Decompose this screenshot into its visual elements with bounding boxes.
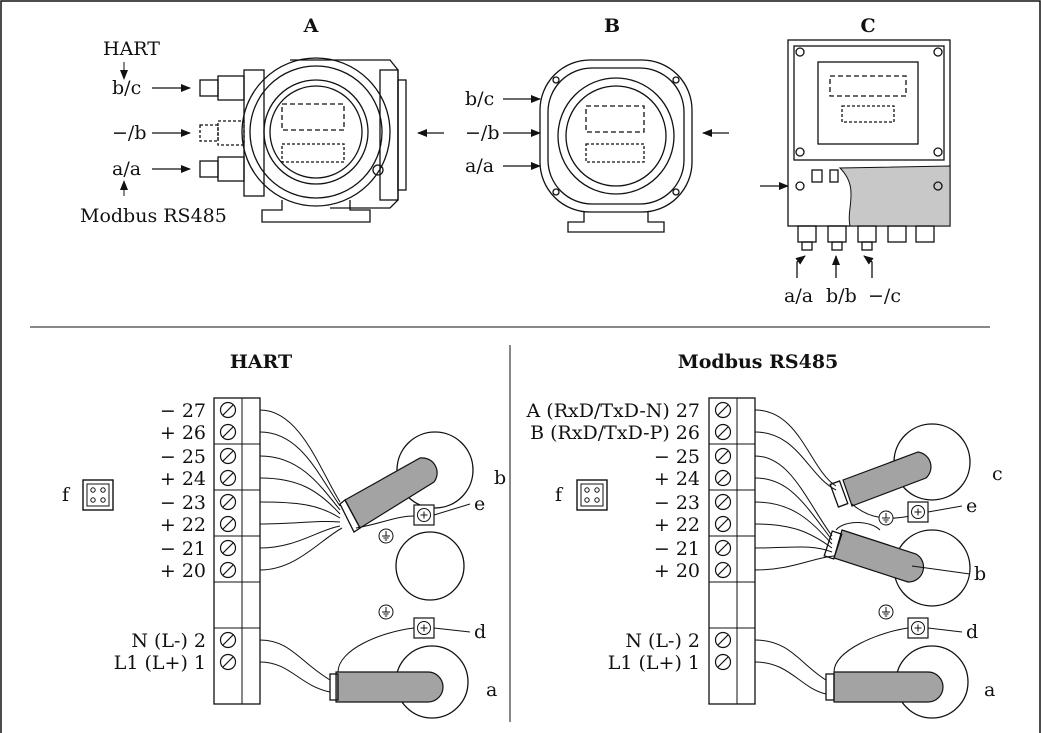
view-b: B b/c −/b a/a xyxy=(465,15,729,233)
hart-panel: HART − 27 + 26 − 25 + 24 − 23 + 22 − 21 … xyxy=(62,351,506,719)
hart-terminal-1: L1 (L+) 1 xyxy=(114,652,206,674)
hart-terminal-20: + 20 xyxy=(160,560,206,582)
hart-terminal-26: + 26 xyxy=(160,422,206,444)
ground-icon xyxy=(378,528,394,544)
view-a-entry-1: b/c xyxy=(112,77,141,99)
view-a-entry-3: a/a xyxy=(112,158,141,180)
modbus-terminal-25: − 25 xyxy=(654,446,700,468)
modbus-panel-title: Modbus RS485 xyxy=(678,351,839,373)
hart-terminal-25: − 25 xyxy=(160,446,206,468)
modbus-terminal-20: + 20 xyxy=(654,560,700,582)
modbus-panel: Modbus RS485 A (RxD/TxD-N) 27 B (RxD/TxD… xyxy=(526,351,1003,719)
hart-label-a: a xyxy=(486,679,497,701)
modbus-terminal-26: B (RxD/TxD-P) 26 xyxy=(530,422,700,444)
modbus-label-e: e xyxy=(966,495,977,517)
view-a-entry-2: −/b xyxy=(112,122,146,144)
modbus-label-a: a xyxy=(984,679,995,701)
modbus-label-c: c xyxy=(992,463,1003,485)
view-c-entry-3: −/c xyxy=(868,285,901,307)
hart-label-f: f xyxy=(62,484,71,506)
modbus-label-left: Modbus RS485 xyxy=(80,205,227,227)
modbus-terminal-27: A (RxD/TxD-N) 27 xyxy=(526,400,700,422)
view-c-title: C xyxy=(860,15,875,37)
hart-terminal-23: − 23 xyxy=(160,492,206,514)
view-b-title: B xyxy=(604,15,620,37)
modbus-terminal-1: L1 (L+) 1 xyxy=(608,652,700,674)
hart-panel-title: HART xyxy=(230,351,292,373)
hart-terminal-21: − 21 xyxy=(160,538,206,560)
modbus-terminal-23: − 23 xyxy=(654,492,700,514)
hart-label-d: d xyxy=(474,621,486,643)
view-c-entry-1: a/a xyxy=(784,285,813,307)
view-c: C a/a b/b −/c xyxy=(760,15,951,307)
modbus-label-b: b xyxy=(974,563,986,585)
hart-label-top: HART xyxy=(103,38,160,60)
hart-terminal-2: N (L-) 2 xyxy=(131,630,206,652)
view-a: A HART b/c −/b a/a Modbus RS485 xyxy=(80,15,444,227)
view-c-entry-2: b/b xyxy=(826,285,857,307)
hart-terminal-27: − 27 xyxy=(160,400,206,422)
clamp-icon xyxy=(413,504,435,526)
view-b-entry-3: a/a xyxy=(465,155,494,177)
hart-terminal-22: + 22 xyxy=(160,514,206,536)
view-a-title: A xyxy=(303,15,319,37)
modbus-terminal-22: + 22 xyxy=(654,514,700,536)
hart-terminal-24: + 24 xyxy=(160,468,206,490)
modbus-label-d: d xyxy=(966,621,978,643)
hart-label-e: e xyxy=(474,493,485,515)
hart-label-b: b xyxy=(494,467,506,489)
fuse-icon xyxy=(82,479,114,511)
modbus-label-f: f xyxy=(555,484,564,506)
modbus-terminal-24: + 24 xyxy=(654,468,700,490)
modbus-terminal-2: N (L-) 2 xyxy=(625,630,700,652)
view-b-entry-2: −/b xyxy=(465,122,499,144)
modbus-terminal-21: − 21 xyxy=(654,538,700,560)
view-b-entry-1: b/c xyxy=(465,88,494,110)
